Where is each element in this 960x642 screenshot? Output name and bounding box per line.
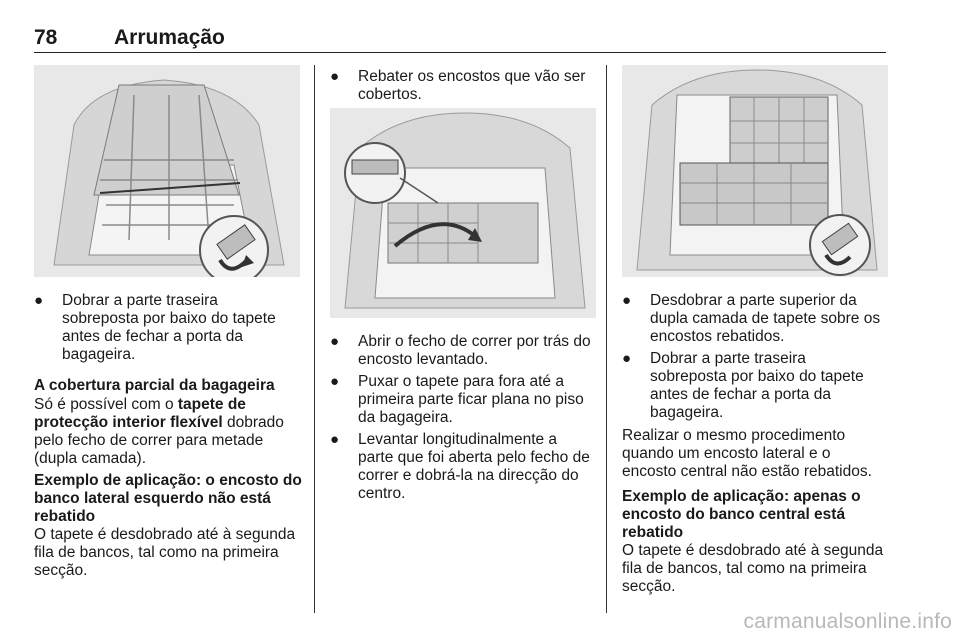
text-line: Abrir o fecho de correr por trás do: [358, 333, 591, 350]
text-line: fila de bancos, tal como na primeira: [34, 544, 279, 561]
bullet-dot: ●: [622, 350, 632, 367]
watermark: carmanualsonline.info: [743, 610, 952, 633]
text-line: centro.: [358, 485, 406, 502]
example-paragraph-center-seat: O tapete é desdobrado até à segunda fila…: [622, 542, 894, 596]
bullet-dot: ●: [330, 333, 340, 350]
col1-bullet-1: ● Dobrar a parte traseira sobreposta por…: [34, 292, 300, 366]
figure-mat-unfolded-center: [622, 65, 888, 277]
text-line: O tapete é desdobrado até à segunda: [34, 526, 296, 543]
text-run: Só é possível com o: [34, 396, 178, 413]
text-line: Dobrar a parte traseira: [650, 350, 806, 367]
page-title: Arrumação: [114, 26, 225, 49]
text-line: Realizar o mesmo procedimento: [622, 427, 846, 444]
text-run: dobrado: [222, 414, 284, 431]
text-line: sobreposta por baixo do tapete: [62, 310, 276, 327]
text-line: primeira parte ficar plana no piso: [358, 391, 584, 408]
text-line: Rebater os encostos que vão ser: [358, 68, 586, 85]
column-divider-1: [314, 65, 315, 613]
col2-bullet-0: ● Rebater os encostos que vão ser cobert…: [330, 68, 602, 108]
text-line: Levantar longitudinalmente a: [358, 431, 558, 448]
text-line: Dobrar a parte traseira: [62, 292, 218, 309]
figure-zipper-unfold: [330, 108, 596, 318]
text-line: correr e dobrá-la na direcção do: [358, 467, 579, 484]
text-line: bagageira.: [650, 404, 724, 421]
text-line: bagageira.: [62, 346, 136, 363]
text-run-bold: tapete de: [177, 396, 246, 413]
text-line: (dupla camada).: [34, 450, 147, 467]
page-header: 78 Arrumação: [34, 20, 886, 53]
example-heading-center-seat: Exemplo de aplicação: apenas o encosto d…: [622, 488, 894, 542]
text-run-bold: protecção interior flexível: [34, 414, 223, 431]
text-line: encostos rebatidos.: [650, 328, 785, 345]
text-line: dupla camada de tapete sobre os: [650, 310, 881, 327]
text-line: pelo fecho de correr para metade: [34, 432, 264, 449]
text-line: antes de fechar a porta da: [650, 386, 831, 403]
text-line: sobreposta por baixo do tapete: [650, 368, 864, 385]
figure-trunk-mat-folded: [34, 65, 300, 277]
text-line: encosto do banco central está: [622, 506, 846, 523]
text-line: Desdobrar a parte superior da: [650, 292, 857, 309]
example-paragraph-left-seat: O tapete é desdobrado até à segunda fila…: [34, 526, 306, 580]
bullet-dot: ●: [34, 292, 44, 309]
section-heading-partial-cover: A cobertura parcial da bagageira: [34, 377, 275, 394]
text-line: encosto central não estão rebatidos.: [622, 463, 872, 480]
column-divider-2: [606, 65, 607, 613]
text-line: Exemplo de aplicação: o encosto do: [34, 472, 302, 489]
text-line: rebatido: [34, 508, 96, 525]
text-line: da bagageira.: [358, 409, 453, 426]
text-line: fila de bancos, tal como na primeira: [622, 560, 867, 577]
col3-bullet-2: ● Dobrar a parte traseira sobreposta por…: [622, 350, 894, 424]
text-line: secção.: [34, 562, 88, 579]
paragraph-same-procedure: Realizar o mesmo procedimento quando um …: [622, 427, 894, 481]
col2-bullet-2: ● Puxar o tapete para fora até a primeir…: [330, 373, 602, 429]
bullet-dot: ●: [330, 431, 340, 448]
paragraph-partial-cover: Só é possível com o tapete de protecção …: [34, 396, 304, 468]
col2-bullet-3: ● Levantar longitudinalmente a parte que…: [330, 431, 602, 505]
text-line: O tapete é desdobrado até à segunda: [622, 542, 884, 559]
col2-bullet-1: ● Abrir o fecho de correr por trás do en…: [330, 333, 602, 373]
page-number: 78: [34, 26, 58, 49]
bullet-dot: ●: [622, 292, 632, 309]
bullet-dot: ●: [330, 373, 340, 390]
car-trunk-illustration: [34, 65, 300, 277]
text-line: Exemplo de aplicação: apenas o: [622, 488, 861, 505]
text-line: Puxar o tapete para fora até a: [358, 373, 564, 390]
text-line: rebatido: [622, 524, 684, 541]
text-line: banco lateral esquerdo não está: [34, 490, 271, 507]
text-line: antes de fechar a porta da: [62, 328, 243, 345]
trunk-zipper-illustration: [330, 108, 596, 318]
text-line: cobertos.: [358, 86, 422, 103]
bullet-dot: ●: [330, 68, 340, 85]
example-heading-left-seat: Exemplo de aplicação: o encosto do banco…: [34, 472, 304, 526]
text-line: secção.: [622, 578, 676, 595]
text-line: encosto levantado.: [358, 351, 489, 368]
trunk-unfolded-mat-illustration: [622, 65, 888, 277]
text-line: quando um encosto lateral e o: [622, 445, 831, 462]
text-line: parte que foi aberta pelo fecho de: [358, 449, 590, 466]
col3-bullet-1: ● Desdobrar a parte superior da dupla ca…: [622, 292, 894, 348]
